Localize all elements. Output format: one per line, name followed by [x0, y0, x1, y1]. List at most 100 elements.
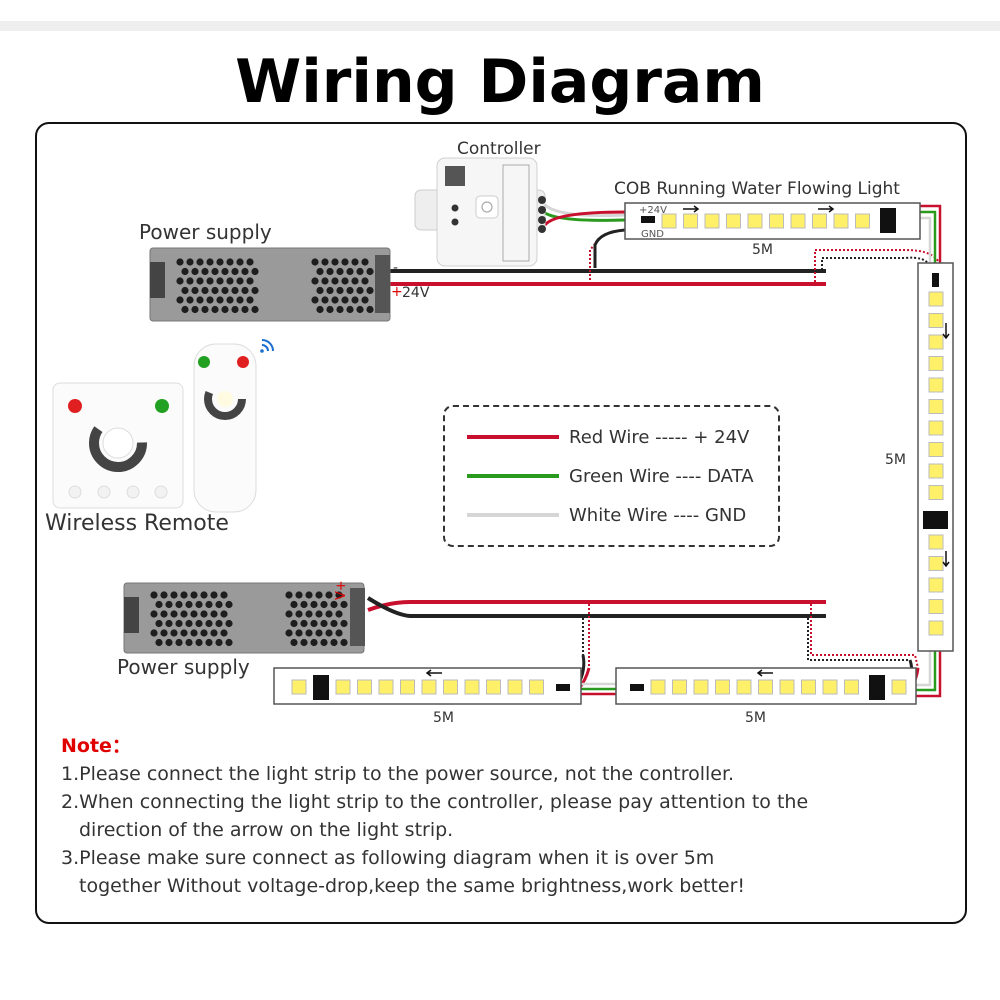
vent-hole	[200, 629, 208, 637]
vent-hole	[231, 267, 239, 276]
vent-hole	[341, 258, 349, 266]
vent-hole	[195, 619, 203, 628]
vent-hole	[225, 600, 233, 609]
vent-hole	[361, 277, 369, 285]
vent-hole	[180, 610, 188, 618]
vent-hole	[165, 638, 173, 647]
vent-hole	[221, 267, 229, 276]
vent-hole	[215, 638, 223, 647]
vent-hole	[201, 267, 209, 276]
vent-hole	[186, 296, 194, 304]
v-plus-label: V+	[334, 580, 349, 600]
vent-hole	[246, 296, 254, 304]
vent-hole	[315, 629, 323, 637]
arrow-left-icon	[756, 669, 773, 677]
vent-hole	[186, 258, 194, 266]
vent-hole	[346, 305, 354, 314]
vent-hole	[150, 591, 158, 599]
led-chip	[661, 213, 677, 229]
vent-hole	[290, 619, 298, 628]
vent-hole	[210, 629, 218, 637]
vent-hole	[300, 638, 308, 647]
wire-color-legend: Red Wire ----- + 24V Green Wire ---- DAT…	[443, 405, 780, 547]
arrow-right-icon	[818, 205, 835, 213]
length-top-label: 5M	[752, 242, 773, 258]
remote-square-device	[52, 382, 184, 509]
note-line-3: 3.Please make sure connect as following …	[61, 847, 715, 869]
vent-hole	[366, 305, 374, 314]
vent-hole	[176, 296, 184, 304]
led-chip	[747, 213, 763, 229]
vent-hole	[241, 267, 249, 276]
vent-hole	[346, 286, 354, 295]
vent-hole	[206, 258, 214, 266]
vent-hole	[361, 296, 369, 304]
vent-hole	[311, 277, 319, 285]
legend-label: Red Wire ----- + 24V	[569, 426, 750, 448]
vent-hole	[196, 258, 204, 266]
v-minus-label: V-	[334, 565, 349, 578]
led-strip-bottom-right	[615, 667, 917, 705]
led-chip	[928, 399, 944, 414]
vent-hole	[336, 305, 344, 314]
vent-hole	[310, 600, 318, 609]
green-wire-swatch	[467, 474, 559, 478]
vent-hole	[211, 305, 219, 314]
led-chip	[928, 577, 944, 593]
vent-hole	[190, 629, 198, 637]
dimmer-wheel-icon	[89, 414, 147, 472]
vent-hole	[295, 591, 303, 599]
vent-hole	[196, 277, 204, 285]
vent-hole	[356, 267, 364, 276]
vent-hole	[205, 638, 213, 647]
vent-hole	[340, 600, 348, 609]
vent-hole	[201, 286, 209, 295]
vent-hole	[226, 296, 234, 304]
ic-chip	[880, 208, 896, 233]
red-tap-right-strip	[814, 249, 941, 282]
vent-hole	[351, 258, 359, 266]
led-chip	[378, 679, 394, 695]
vent-hole	[320, 619, 328, 628]
led-chip	[812, 213, 827, 229]
vent-hole	[195, 600, 203, 609]
vent-hole	[220, 591, 228, 599]
vent-hole	[165, 600, 173, 609]
vent-hole	[231, 286, 239, 295]
led-strip-top	[624, 202, 921, 240]
legend-label: Green Wire ---- DATA	[569, 465, 754, 487]
wireless-remote-label: Wireless Remote	[45, 511, 229, 536]
vent-hole	[251, 286, 259, 295]
led-chip	[769, 213, 784, 229]
vent-hole	[316, 286, 324, 295]
vent-hole	[331, 296, 339, 304]
vent-hole	[340, 619, 348, 628]
arrow-right-icon	[683, 205, 700, 213]
led-chip	[801, 679, 816, 695]
vent-hole	[241, 305, 249, 314]
red-wire-bottom	[367, 600, 826, 612]
vent-hole	[236, 296, 244, 304]
vent-hole	[330, 600, 338, 609]
controller-label: Controller	[457, 139, 541, 159]
vent-hole	[220, 629, 228, 637]
vent-hole	[315, 610, 323, 618]
led-chip	[758, 679, 773, 695]
vent-hole	[361, 258, 369, 266]
vent-hole	[170, 629, 178, 637]
power-supply-top-device	[149, 247, 391, 322]
led-chip	[529, 679, 544, 695]
vent-hole	[180, 591, 188, 599]
vent-hole	[316, 305, 324, 314]
page-title: Wiring Diagram	[235, 47, 765, 117]
power-supply-bottom-label: Power supply	[117, 655, 250, 679]
note-line-1: 1.Please connect the light strip to the …	[61, 763, 735, 785]
vent-hole	[295, 610, 303, 618]
vent-hole	[356, 286, 364, 295]
vent-hole	[321, 258, 329, 266]
vent-hole	[356, 305, 364, 314]
vent-hole	[321, 296, 329, 304]
led-chip	[928, 442, 944, 457]
vent-hole	[155, 638, 163, 647]
